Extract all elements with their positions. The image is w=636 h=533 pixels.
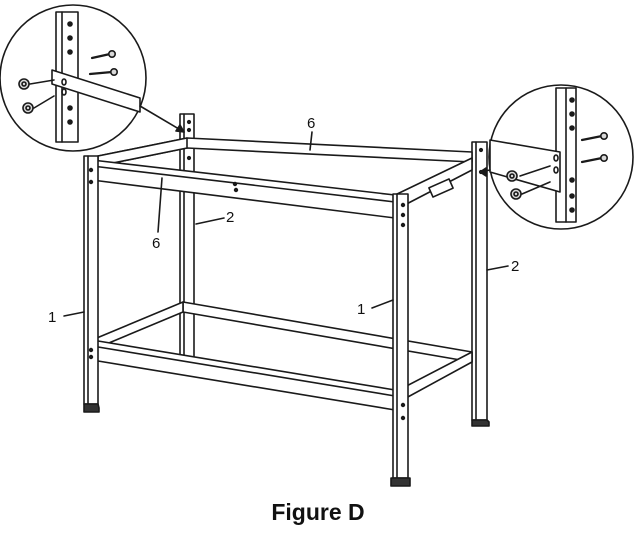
callout-front-beam: 6: [152, 235, 160, 252]
front-left-upright: [83, 155, 100, 413]
front-right-upright: [390, 193, 411, 487]
callout-back-beam: 6: [307, 115, 315, 132]
callout-front-left-upright: 1: [48, 309, 56, 326]
detail-callout-right: [488, 84, 634, 230]
detail-callout-left: [0, 4, 147, 152]
callout-front-right-upright: 1: [357, 301, 365, 318]
top-right-side-beam: [394, 157, 473, 211]
back-right-upright: [471, 141, 490, 427]
figure-caption: Figure D: [271, 499, 365, 525]
bottom-front-beam: [91, 339, 396, 411]
bottom-back-beam: [182, 301, 473, 363]
top-front-beam: [91, 159, 396, 219]
callout-back-left-upright: 2: [226, 209, 234, 226]
back-left-upright: [179, 113, 195, 365]
callout-back-right-upright: 2: [511, 258, 519, 275]
